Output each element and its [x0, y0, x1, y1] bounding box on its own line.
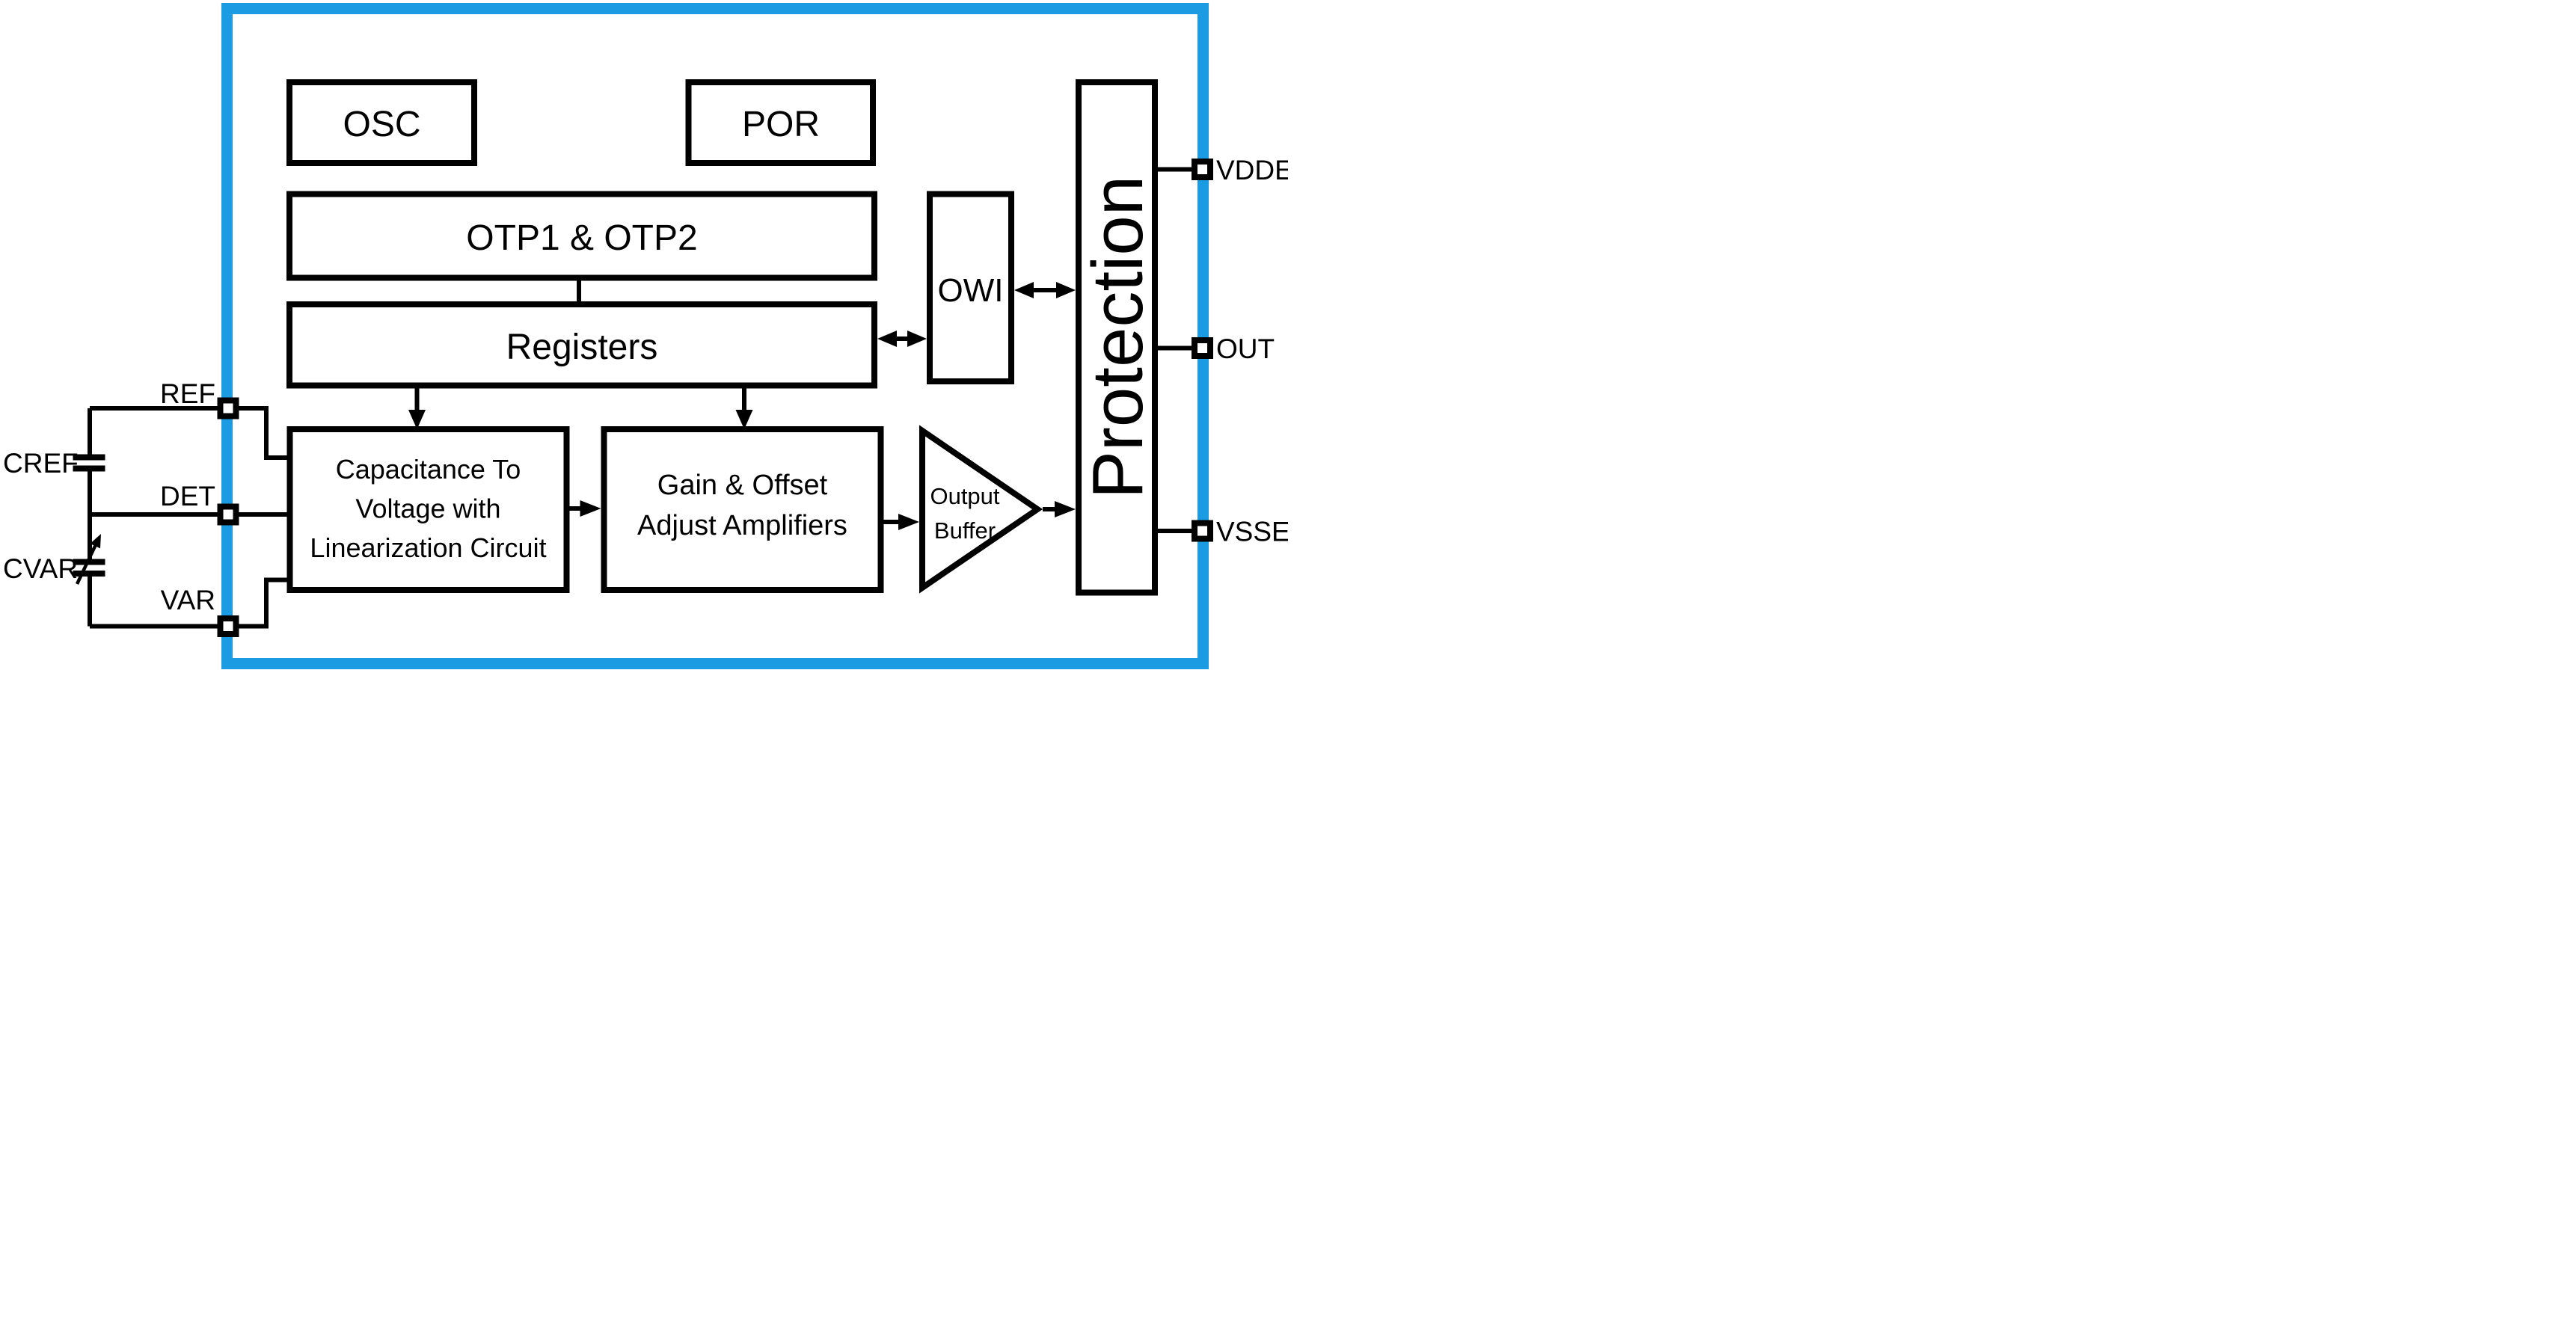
ref-pin-label: REF: [160, 378, 215, 409]
registers-label: Registers: [506, 328, 658, 367]
owi-label: OWI: [938, 272, 1004, 309]
registers-owi-left-arrowhead-icon: [877, 331, 897, 347]
c2v-block: [286, 426, 570, 593]
diagram-canvas: OSC POR OTP1 & OTP2 Registers OWI Protec…: [3, 3, 1288, 669]
por-label: POR: [742, 105, 820, 144]
vdde-pin-label: VDDE: [1216, 155, 1288, 185]
vsse-pin-label: VSSE: [1216, 517, 1288, 547]
c2v-gain-arrowhead-icon: [580, 500, 601, 517]
protection-label: Protection: [1078, 176, 1158, 499]
pin-det: [217, 503, 239, 526]
c2v-label-line1: Capacitance To: [336, 454, 521, 485]
buffer-protection-arrowhead-icon: [1055, 501, 1076, 517]
blocks: [286, 79, 1158, 596]
registers-gain-arrowhead-icon: [735, 410, 753, 429]
det-pin-label: DET: [160, 481, 215, 511]
registers-owi-right-arrowhead-icon: [907, 331, 927, 347]
protection-block: [1076, 79, 1158, 596]
owi-protection-left-arrowhead-icon: [1014, 282, 1034, 298]
block-diagram: OSC POR OTP1 & OTP2 Registers OWI Protec…: [0, 0, 1288, 670]
pin-vdde: [1192, 159, 1213, 180]
output-buffer-triangle: [919, 425, 1043, 594]
gain-block: [601, 426, 884, 593]
otp-label: OTP1 & OTP2: [466, 218, 697, 258]
cref-capacitor-icon: [73, 454, 105, 472]
gain-label-line1: Gain & Offset: [657, 470, 828, 501]
gain-label-line2: Adjust Amplifiers: [637, 510, 847, 541]
c2v-label-line2: Voltage with: [355, 494, 500, 524]
var-pin-label: VAR: [161, 585, 215, 615]
gain-buffer-arrowhead-icon: [898, 514, 919, 530]
pin-internal-wires-right: [1153, 167, 1192, 533]
output-buffer-label-line2: Buffer: [934, 517, 996, 544]
external-sensor-network: [88, 406, 218, 629]
otp-block: [286, 191, 877, 281]
pin-var: [217, 615, 239, 637]
pin-vsse: [1192, 520, 1213, 542]
ref-internal-wire: [239, 406, 287, 460]
pin-ref: [217, 397, 239, 419]
osc-block: [286, 79, 477, 166]
registers-block: [286, 301, 877, 389]
osc-label: OSC: [343, 105, 420, 144]
out-pin-label: OUT: [1216, 334, 1275, 364]
cref-label: CREF: [3, 448, 79, 479]
chip-boundary: [221, 3, 1209, 669]
output-buffer-label-line1: Output: [930, 483, 999, 509]
connectors: [408, 276, 1076, 530]
cvar-variable-capacitor-icon: [73, 534, 105, 585]
c2v-label-line3: Linearization Circuit: [310, 532, 546, 563]
var-internal-wire: [239, 577, 287, 629]
pin-internal-wires-left: [239, 406, 287, 629]
pin-out: [1192, 337, 1213, 359]
pins: [217, 159, 1213, 637]
owi-protection-right-arrowhead-icon: [1056, 282, 1076, 298]
registers-c2v-arrowhead-icon: [408, 410, 426, 429]
cvar-label: CVAR: [3, 553, 78, 584]
owi-block: [927, 191, 1014, 384]
por-block: [685, 79, 876, 166]
